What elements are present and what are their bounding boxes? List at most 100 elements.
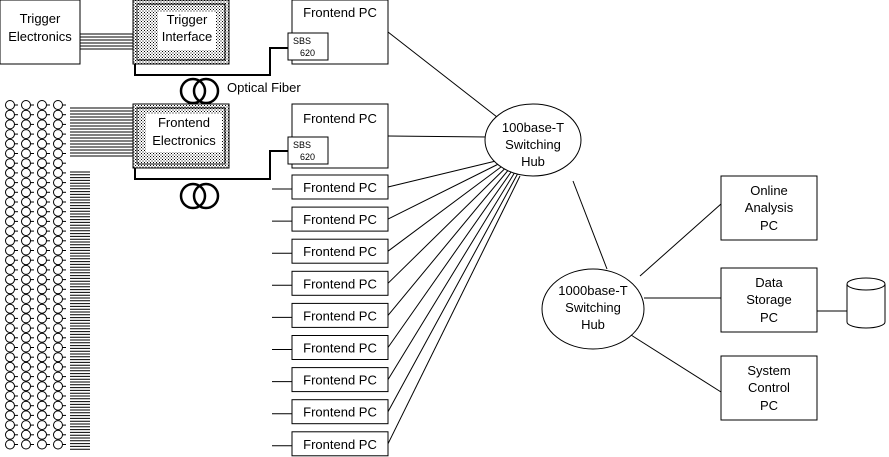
detector-sensor-icon xyxy=(21,187,34,198)
detector-sensor-icon xyxy=(53,226,66,237)
detector-sensor-icon xyxy=(5,255,18,266)
detector-sensor-icon xyxy=(53,216,66,227)
detector-sensor-icon xyxy=(5,264,18,275)
ethernet-link xyxy=(387,175,521,445)
detector-sensor-icon xyxy=(53,400,66,411)
detector-sensor-icon xyxy=(53,158,66,169)
ethernet-link xyxy=(387,135,489,138)
detector-sensor-icon xyxy=(5,284,18,295)
detector-sensor-icon xyxy=(21,361,34,372)
detector-sensor-icon xyxy=(21,138,34,149)
detector-sensor-icon xyxy=(37,264,50,275)
detector-sensor-icon xyxy=(53,129,66,140)
frontend-pc-label: Frontend PC xyxy=(303,373,377,388)
detector-sensor-icon xyxy=(37,313,50,324)
optical-fiber-path xyxy=(134,150,290,180)
detector-sensor-icon xyxy=(5,235,18,246)
detector-sensor-icon xyxy=(37,177,50,188)
detector-sensor-icon xyxy=(37,119,50,130)
frontend-pc-label: Frontend PC xyxy=(303,308,377,323)
detector-sensor-icon xyxy=(53,274,66,285)
detector-sensor-icon xyxy=(21,167,34,178)
detector-sensor-icon xyxy=(37,197,50,207)
detector-sensor-icon xyxy=(21,235,34,246)
detector-sensor-icon xyxy=(21,119,34,130)
ethernet-link xyxy=(387,161,503,220)
detector-sensor-icon xyxy=(21,332,34,343)
detector-sensor-icon xyxy=(37,400,50,411)
detector-sensor-icon xyxy=(21,274,34,285)
detector-sensor-icon xyxy=(53,429,66,440)
detector-sensor-icon xyxy=(21,381,34,392)
sbs-620-card xyxy=(287,32,329,61)
detector-sensor-icon xyxy=(5,187,18,198)
hub-1000-label: 1000base-T xyxy=(558,283,627,298)
detector-sensor-icon xyxy=(21,429,34,440)
data-storage-label: Storage xyxy=(746,292,792,307)
frontend-pc-box xyxy=(291,302,389,328)
detector-sensor-icon xyxy=(37,352,50,363)
trigger-electronics-box xyxy=(0,0,81,65)
detector-sensor-icon xyxy=(5,158,18,169)
ethernet-link xyxy=(387,165,508,284)
detector-sensor-icon xyxy=(5,352,18,363)
detector-sensor-icon xyxy=(37,332,50,343)
detector-sensor-icon xyxy=(37,439,50,450)
detector-sensor-icon xyxy=(5,177,18,188)
detector-sensor-icon xyxy=(5,245,18,256)
detector-sensor-icon xyxy=(37,255,50,266)
ethernet-link xyxy=(387,167,511,316)
uplink-line xyxy=(572,180,608,270)
detector-sensor-icon xyxy=(53,206,66,217)
detector-sensor-icon xyxy=(5,303,18,314)
detector-sensor-icon xyxy=(53,197,66,207)
frontend-pc-label: Frontend PC xyxy=(303,5,377,20)
detector-sensor-icon xyxy=(53,420,66,431)
detector-sensor-icon xyxy=(53,100,66,110)
detector-sensor-icon xyxy=(21,177,34,188)
trigger-interface-label: Trigger xyxy=(167,12,208,27)
detector-sensor-icon xyxy=(37,342,50,353)
detector-sensor-icon xyxy=(53,439,66,450)
detector-sensor-icon xyxy=(37,216,50,227)
frontend-electronics-module xyxy=(132,103,230,169)
detector-sensor-icon xyxy=(5,313,18,324)
detector-sensor-icon xyxy=(53,410,66,421)
detector-sensor-icon xyxy=(37,410,50,421)
detector-sensor-icon xyxy=(21,313,34,324)
detector-sensor-icon xyxy=(53,303,66,314)
detector-sensor-icon xyxy=(37,226,50,237)
detector-sensor-icon xyxy=(37,303,50,314)
detector-sensor-icon xyxy=(5,342,18,353)
detector-sensor-icon xyxy=(5,420,18,431)
sbs-620-card xyxy=(287,136,329,165)
detector-sensor-icon xyxy=(37,420,50,431)
detector-sensor-icon xyxy=(53,235,66,246)
system-control-label: PC xyxy=(760,398,778,413)
detector-sensor-icon xyxy=(53,167,66,178)
detector-sensor-icon xyxy=(53,138,66,149)
detector-sensor-icon xyxy=(5,371,18,382)
detector-sensor-icon xyxy=(53,342,66,353)
detector-sensor-icon xyxy=(53,381,66,392)
detector-array xyxy=(5,100,66,450)
frontend-pc-label: Frontend PC xyxy=(303,276,377,291)
detector-sensor-icon xyxy=(53,294,66,304)
gigabit-link xyxy=(630,334,722,393)
detector-sensor-icon xyxy=(53,371,66,382)
detector-sensor-icon xyxy=(5,129,18,140)
detector-sensor-icon xyxy=(21,371,34,382)
optical-fiber-path xyxy=(134,47,290,76)
frontend-pc-box xyxy=(291,335,389,360)
frontend-pc-label: Frontend PC xyxy=(303,405,377,420)
detector-sensor-icon xyxy=(53,332,66,343)
detector-sensor-icon xyxy=(21,197,34,207)
detector-sensor-icon xyxy=(5,429,18,440)
detector-sensor-icon xyxy=(37,148,50,159)
detector-sensor-icon xyxy=(37,381,50,392)
hub-100-label: 100base-T xyxy=(502,120,564,135)
detector-sensor-icon xyxy=(37,245,50,256)
detector-sensor-icon xyxy=(21,410,34,421)
frontend-pc-box xyxy=(291,238,389,264)
detector-sensor-icon xyxy=(37,391,50,401)
